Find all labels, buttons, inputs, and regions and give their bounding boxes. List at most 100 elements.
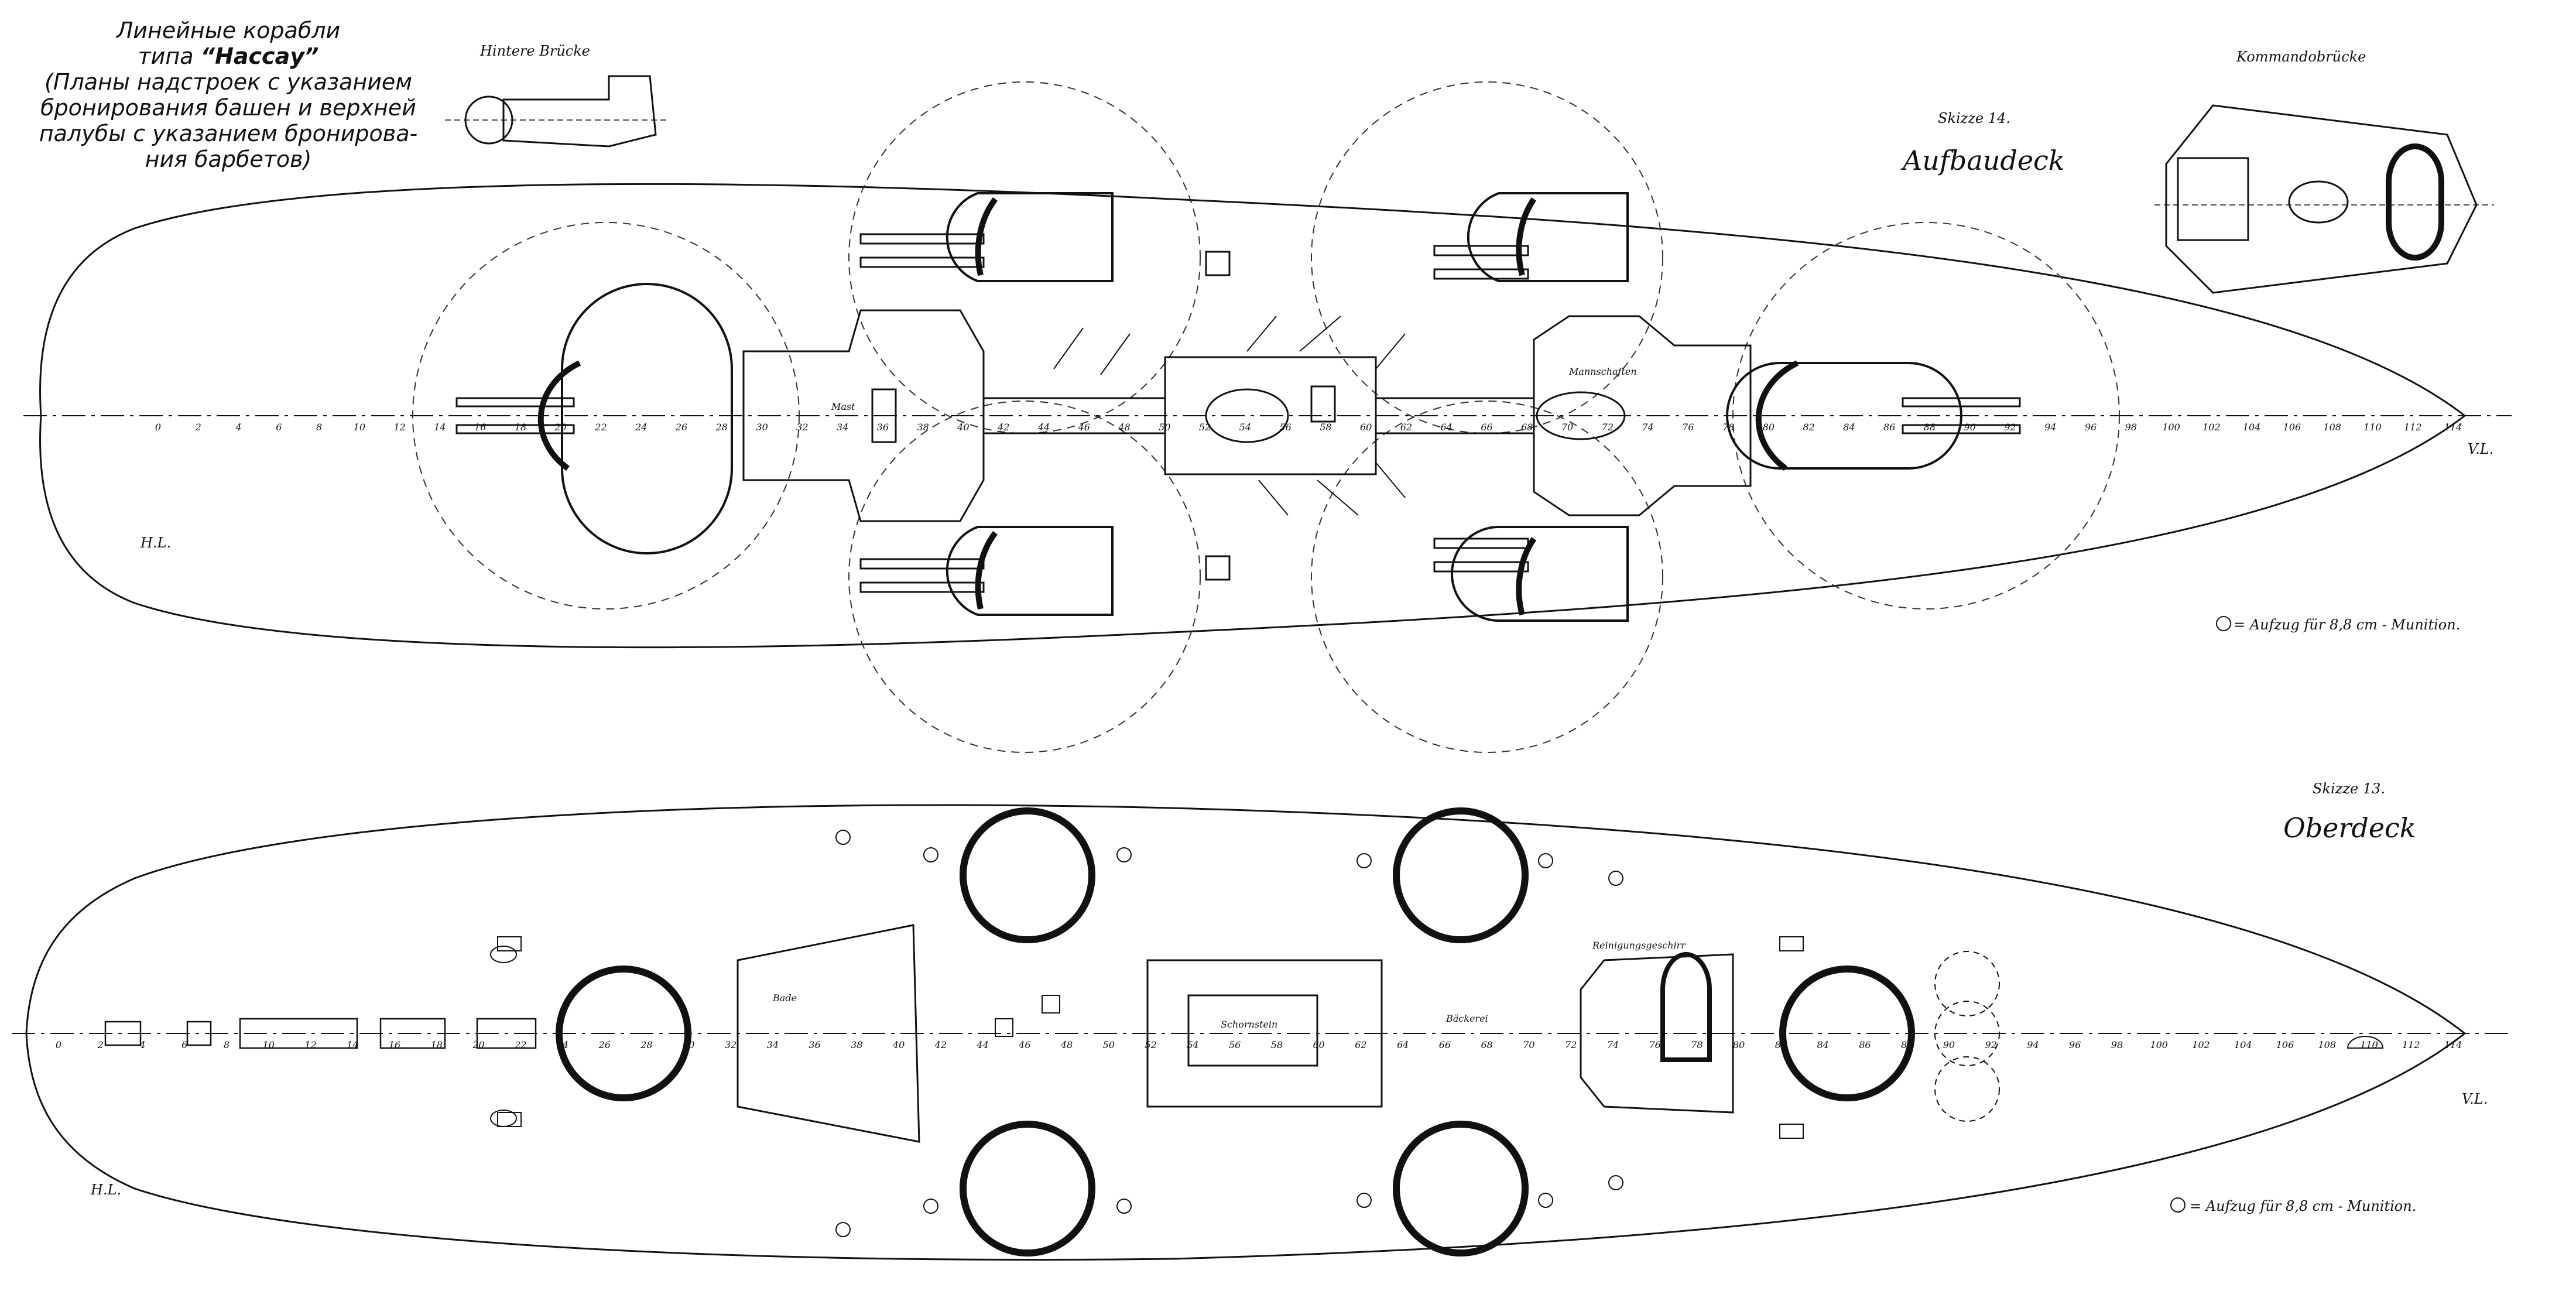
frame-number: 96: [2069, 1039, 2081, 1050]
frame-number: 40: [892, 1039, 905, 1050]
elevator-symbol-top: [2216, 616, 2231, 631]
frame-number: 78: [1691, 1039, 1703, 1050]
frame-number: 0: [155, 422, 161, 433]
frame-number: 44: [976, 1039, 988, 1050]
frame-number: 20: [554, 422, 567, 433]
frame-number: 68: [1481, 1039, 1492, 1050]
frame-number: 2: [195, 422, 201, 433]
frame-number: 50: [1103, 1039, 1115, 1050]
label-stern-mark-bottom: H.L.: [90, 1182, 121, 1198]
frame-number: 78: [1722, 422, 1734, 433]
frame-number: 70: [1523, 1039, 1534, 1050]
caption-line-3: (Планы надстроек с указанием: [44, 69, 412, 95]
label-sketch-13: Skizze 13.: [2313, 780, 2385, 797]
funnel-upper-1: [1205, 388, 1289, 443]
frame-number: 28: [640, 1039, 652, 1050]
frame-number: 56: [1279, 422, 1291, 433]
frame-number: 14: [434, 422, 446, 433]
label-bow-mark-bottom: V.L.: [2462, 1091, 2488, 1107]
frame-number: 36: [877, 422, 889, 433]
label-crew: Mannschaften: [1568, 366, 1637, 377]
funnel-upper-2: [1536, 391, 1626, 440]
barbette-aft: [556, 966, 691, 1101]
frame-number: 80: [1763, 422, 1775, 433]
frame-number: 84: [1843, 422, 1855, 433]
frame-number: 104: [2243, 422, 2261, 433]
frame-number: 12: [393, 422, 405, 433]
frame-number: 12: [304, 1039, 316, 1050]
frame-number: 82: [1775, 1039, 1787, 1050]
label-bath: Bade: [772, 992, 797, 1004]
frame-number: 4: [235, 422, 241, 433]
frame-number: 38: [851, 1039, 862, 1050]
frame-number: 44: [1037, 422, 1050, 433]
frame-number: 84: [1817, 1039, 1829, 1050]
frame-number: 54: [1239, 422, 1251, 433]
frame-number: 4: [139, 1039, 145, 1050]
locker-1: [871, 388, 897, 443]
frame-number: 34: [837, 422, 848, 433]
frame-number: 52: [1145, 1039, 1156, 1050]
label-oberdeck: Oberdeck: [2283, 812, 2416, 844]
frame-number: 18: [515, 422, 526, 433]
frame-number: 62: [1355, 1039, 1366, 1050]
frame-number: 6: [276, 422, 282, 433]
turret-wing-fore-starboard: [1433, 526, 1629, 622]
fore-dashed-mounts: [1934, 951, 2000, 1122]
boat-skids: [1053, 316, 1406, 516]
frame-number: 24: [635, 422, 647, 433]
fore-superstructure: [1533, 315, 1752, 516]
frame-number: 102: [2202, 422, 2221, 433]
hatch-upper-2: [1205, 555, 1231, 581]
frame-number: 32: [796, 422, 808, 433]
locker-2: [1310, 385, 1336, 423]
turret-wing-aft-starboard: [859, 526, 1114, 616]
caption-line-5: палубы с указанием бронирова-: [39, 121, 418, 146]
frame-number: 42: [934, 1039, 947, 1050]
frame-number: 92: [1985, 1039, 1997, 1050]
label-stern-mark-top: H.L.: [140, 535, 171, 551]
label-mast: Mast: [831, 401, 855, 412]
frame-number: 18: [431, 1039, 443, 1050]
aft-lockers: [104, 1018, 537, 1049]
frame-number: 72: [1602, 422, 1614, 433]
label-bow-mark-top: V.L.: [2468, 441, 2493, 457]
frame-number: 20: [472, 1039, 484, 1050]
frame-number: 16: [389, 1039, 400, 1050]
frame-number: 114: [2444, 422, 2462, 433]
frame-number: 94: [2027, 1039, 2039, 1050]
frame-number: 90: [1943, 1039, 1955, 1050]
frame-number: 82: [1803, 422, 1814, 433]
frame-number: 68: [1521, 422, 1533, 433]
frame-number: 22: [514, 1039, 526, 1050]
frame-number: 100: [2162, 422, 2180, 433]
frame-number: 30: [683, 1039, 694, 1050]
frame-number: 112: [2404, 422, 2422, 433]
frame-number: 24: [556, 1039, 568, 1050]
frame-number: 38: [917, 422, 929, 433]
frame-number: 26: [675, 422, 687, 433]
frame-number: 110: [2363, 422, 2382, 433]
frame-number: 30: [756, 422, 768, 433]
frame-number: 0: [56, 1039, 61, 1050]
frame-number: 70: [1561, 422, 1573, 433]
barbette-wing-fore-starboard: [1393, 1121, 1529, 1257]
label-sketch-14: Skizze 14.: [1938, 110, 2010, 126]
frame-number: 10: [354, 422, 365, 433]
frame-number: 28: [715, 422, 728, 433]
frame-number: 104: [2234, 1039, 2252, 1050]
main-deck-plan: [12, 804, 2512, 1261]
label-chimney: Schornstein: [1221, 1019, 1277, 1030]
elevator-symbol-bottom: [2170, 1197, 2186, 1213]
frame-number: 76: [1649, 1039, 1660, 1050]
frame-number: 86: [1883, 422, 1895, 433]
command-bridge-inset: [2154, 104, 2494, 294]
barbette-wing-fore-port: [1393, 807, 1529, 943]
frame-number: 40: [957, 422, 969, 433]
frame-number: 108: [2323, 422, 2341, 433]
frame-number: 58: [1320, 422, 1331, 433]
frame-number: 64: [1441, 422, 1453, 433]
label-bakery: Bäckerei: [1445, 1013, 1488, 1024]
frame-number: 102: [2192, 1039, 2210, 1050]
